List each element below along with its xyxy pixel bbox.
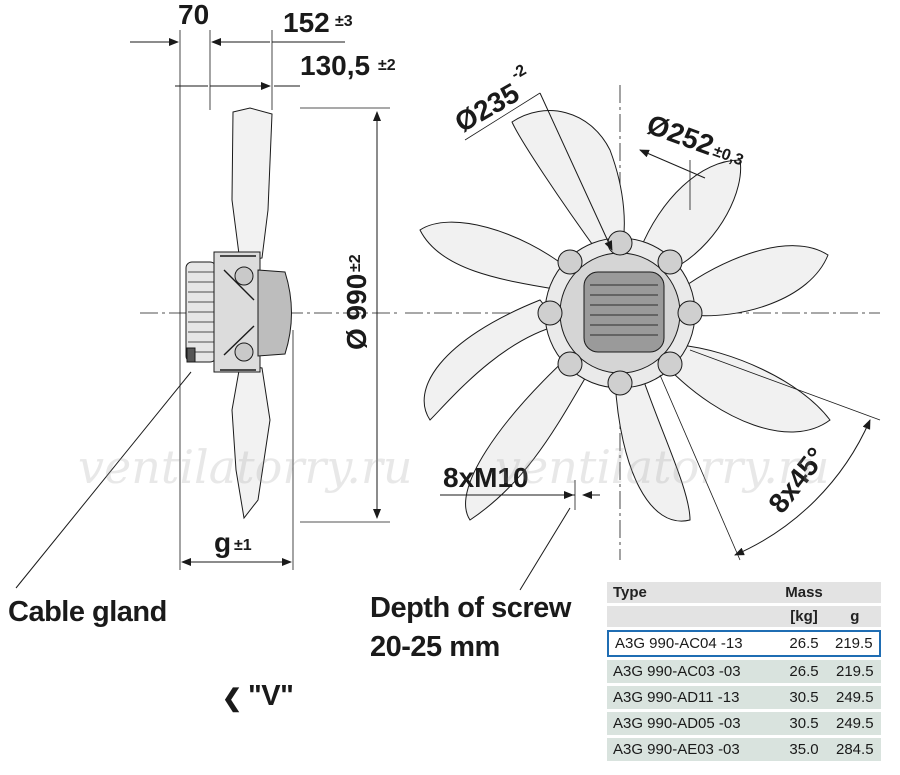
header-type-blank bbox=[607, 606, 779, 627]
table-row[interactable]: A3G 990-AC03 -03 26.5 219.5 bbox=[607, 660, 881, 683]
dim-g-tol: ±1 bbox=[234, 537, 252, 554]
header-g: g bbox=[829, 606, 881, 627]
depth-of-screw-label: Depth of screw bbox=[370, 592, 571, 624]
row-g: 284.5 bbox=[829, 738, 881, 761]
row-g: 249.5 bbox=[829, 686, 881, 709]
row-mass: 26.5 bbox=[779, 630, 829, 657]
front-view bbox=[405, 85, 881, 591]
row-g: 249.5 bbox=[829, 712, 881, 735]
dim-990: Ø 990 bbox=[341, 274, 372, 350]
watermark-left: ventilatorry.ru bbox=[78, 440, 413, 494]
table-row[interactable]: A3G 990-AE03 -03 35.0 284.5 bbox=[607, 738, 881, 761]
view-arrow-icon: ❮ bbox=[222, 685, 242, 712]
row-mass: 35.0 bbox=[779, 738, 829, 761]
row-type: A3G 990-AD05 -03 bbox=[607, 712, 779, 735]
dim-235: Ø235 bbox=[450, 77, 525, 138]
dim-152-tol: ±3 bbox=[335, 13, 353, 30]
cable-gland-label: Cable gland bbox=[8, 596, 167, 628]
dim-m10: 8xM10 bbox=[443, 462, 529, 493]
dim-130-tol: ±2 bbox=[378, 57, 396, 74]
side-view bbox=[15, 30, 400, 589]
dim-235-tol: -2 bbox=[509, 62, 530, 84]
dim-g: g bbox=[214, 527, 231, 558]
row-type: A3G 990-AD11 -13 bbox=[607, 686, 779, 709]
dim-70: 70 bbox=[178, 0, 209, 30]
header-mass: Mass bbox=[779, 582, 829, 603]
header-type: Type bbox=[607, 582, 779, 603]
row-mass: 26.5 bbox=[779, 660, 829, 683]
dim-252: Ø252 bbox=[643, 109, 718, 162]
row-g: 219.5 bbox=[829, 630, 881, 657]
row-g: 219.5 bbox=[829, 660, 881, 683]
watermark-right: ventilatorry.ru bbox=[495, 440, 830, 494]
table-row[interactable]: A3G 990-AD05 -03 30.5 249.5 bbox=[607, 712, 881, 735]
type-table: Type Mass [kg] g A3G 990-AC04 -13 26.5 2… bbox=[607, 579, 881, 764]
dim-130: 130,5 bbox=[300, 50, 370, 81]
table-row[interactable]: A3G 990-AD11 -13 30.5 249.5 bbox=[607, 686, 881, 709]
dim-152: 152 bbox=[283, 7, 330, 38]
row-mass: 30.5 bbox=[779, 712, 829, 735]
view-label: "V" bbox=[248, 680, 294, 712]
header-g-blank bbox=[829, 582, 881, 603]
dim-990-tol: ±2 bbox=[347, 254, 364, 272]
row-type: A3G 990-AE03 -03 bbox=[607, 738, 779, 761]
row-type: A3G 990-AC03 -03 bbox=[607, 660, 779, 683]
table-row[interactable]: A3G 990-AC04 -13 26.5 219.5 bbox=[607, 630, 881, 657]
row-mass: 30.5 bbox=[779, 686, 829, 709]
row-type: A3G 990-AC04 -13 bbox=[607, 630, 779, 657]
depth-of-screw-value: 20-25 mm bbox=[370, 631, 500, 663]
header-mass-unit: [kg] bbox=[779, 606, 829, 627]
